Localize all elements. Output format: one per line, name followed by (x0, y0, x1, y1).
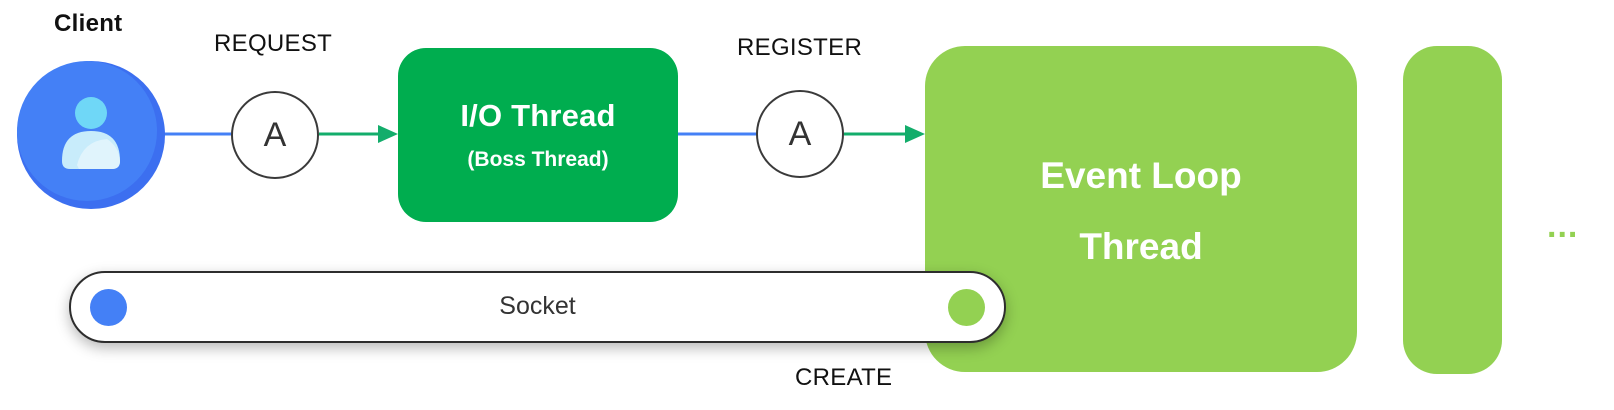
event-loop-title-line1: Event Loop (1040, 155, 1242, 196)
io-thread-box: I/O Thread (Boss Thread) (398, 48, 678, 222)
more-ellipsis: ... (1547, 207, 1579, 245)
request-label: REQUEST (214, 30, 333, 57)
io-thread-title: I/O Thread (460, 98, 616, 133)
event-loop-title-line2: Thread (1079, 226, 1203, 267)
request-arrowhead (378, 125, 398, 143)
create-label: CREATE (795, 364, 893, 391)
io-thread-subtitle: (Boss Thread) (467, 148, 609, 171)
socket-label: Socket (499, 292, 576, 320)
register-badge: A (756, 90, 844, 178)
socket-bar: Socket (69, 271, 1006, 343)
request-badge: A (231, 91, 319, 179)
socket-event-loop-endpoint (948, 289, 985, 326)
event-loop-thread-box-secondary (1403, 46, 1502, 374)
socket-client-endpoint (90, 289, 127, 326)
client-label: Client (54, 10, 123, 37)
register-label: REGISTER (737, 34, 863, 61)
user-icon (17, 61, 165, 209)
register-arrowhead (905, 125, 925, 143)
